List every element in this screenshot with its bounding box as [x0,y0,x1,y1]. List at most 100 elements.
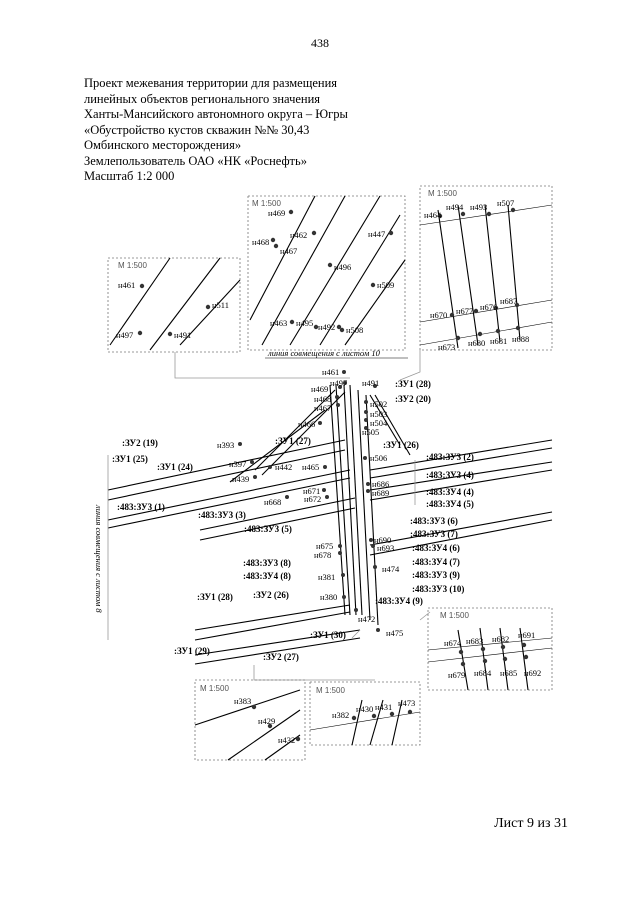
point-label: н680 [468,338,485,348]
point-label: н383 [234,696,251,706]
point-label: н503 [370,409,387,419]
point-label: н491 [362,378,379,388]
point-label: н682 [492,634,509,644]
parcel-label: :483:ЗУ4 (9) [375,596,423,606]
point-label: н466 [298,419,315,429]
point-label: н683 [466,636,483,646]
point-label: н689 [372,488,389,498]
header-line: Масштаб 1:2 000 [84,169,175,183]
point-label: н468 [314,394,331,404]
parcel-label: :483:ЗУ3 (4) [426,470,474,480]
point-label: н430 [356,704,373,714]
point-label: н681 [490,336,507,346]
parcel-label: :483:ЗУ3 (8) [243,558,291,568]
point-label: н506 [370,453,387,463]
point-label: н397 [229,459,246,469]
point-label: н511 [212,300,229,310]
point-label: н668 [264,497,281,507]
parcel-label: :483:ЗУ4 (7) [412,557,460,567]
parcel-label: :483:ЗУ3 (10) [412,584,464,594]
parcel-label: :ЗУ2 (26) [253,590,289,600]
parcel-label: :483:ЗУ3 (3) [198,510,246,520]
point-label: н439 [232,474,249,484]
parcel-label: :483:ЗУ4 (8) [243,571,291,581]
point-label: н671 [303,486,320,496]
point-label: н690 [374,535,391,545]
point-label: н687 [500,296,517,306]
scale-label: М 1:500 [200,684,229,693]
point-label: н502 [370,399,387,409]
parcel-label: :ЗУ1 (25) [112,454,148,464]
header-line: Ханты-Мансийского автономного округа – Ю… [84,107,348,121]
point-label: н393 [217,440,234,450]
document-header: Проект межевания территории для размещен… [84,76,348,185]
parcel-label: :ЗУ2 (20) [395,394,431,404]
point-label: н469 [311,384,328,394]
point-label: н442 [275,462,292,472]
parcel-label: :483:ЗУ3 (5) [244,524,292,534]
point-label: н496 [334,262,351,272]
point-label: н429 [258,716,275,726]
point-label: н691 [518,630,535,640]
scale-label: М 1:500 [428,189,457,198]
main-plan: линия совмещения с листом 8 н461 н469 н4… [94,367,553,681]
point-label: н684 [474,668,492,678]
parcel-label: :483:ЗУ4 (5) [426,499,474,509]
parcel-label: :ЗУ1 (26) [383,440,419,450]
parcel-label: :ЗУ1 (29) [174,646,210,656]
point-label: н473 [398,698,415,708]
header-line: Проект межевания территории для размещен… [84,76,338,90]
parcel-label: :ЗУ2 (19) [122,438,158,448]
point-label: н676 [480,302,497,312]
point-label: н692 [524,668,541,678]
point-label: н497 [330,378,347,388]
inset-top-left: М 1:500 н461 н511 н497 н491 [107,257,241,353]
point-label: н492 [318,322,335,332]
parcel-label: :ЗУ1 (28) [395,379,431,389]
match-line-10: линия совмещения с листом 10 [174,348,421,381]
point-label: н693 [377,543,394,553]
scale-label: М 1:500 [118,261,147,270]
parcel-label: :483:ЗУ3 (9) [412,570,460,580]
point-label: н672 [304,494,321,504]
point-label: н670 [430,310,447,320]
point-label: н381 [318,572,335,582]
scale-label: М 1:500 [252,199,281,208]
point-label: н504 [370,418,388,428]
inset-bottom-right: М 1:500 н674 н683 н682 н691 н679 н684 н6… [427,607,553,691]
inset-bottom-left: М 1:500 н383 н429 н432 [194,679,306,761]
inset-top-mid: М 1:500 н469 н468 н467 н462 н447 н496 н5… [247,195,406,351]
header-line: «Обустройство кустов скважин №№ 30,43 [84,122,310,137]
point-label: н431 [375,702,392,712]
parcel-label: :483:ЗУ4 (4) [426,487,474,497]
point-label: н686 [372,479,389,489]
point-label: н493 [470,202,487,212]
point-label: н674 [444,638,462,648]
header-line: линейных объектов регионального значения [84,91,321,106]
inset-bottom-mid: М 1:500 н382 н430 н431 н473 [309,681,421,746]
point-label: н677 [456,306,473,316]
point-label: н508 [346,325,363,335]
point-label: н463 [270,318,287,328]
point-label: н494 [446,202,464,212]
point-label: н495 [296,318,313,328]
inset-top-right: М 1:500 н464 н494 н493 н507 н670 н677 н6… [419,185,553,352]
point-label: н688 [512,334,529,344]
point-label: н505 [362,427,379,437]
point-label: н678 [314,550,331,560]
point-label: н472 [358,614,375,624]
parcel-label: :483:ЗУ4 (6) [412,543,460,553]
parcel-label: :ЗУ2 (27) [263,652,299,662]
point-label: н475 [386,628,403,638]
parcel-label: :ЗУ1 (30) [310,630,346,640]
parcel-label: :483:ЗУ3 (2) [426,452,474,462]
point-label: н462 [290,230,307,240]
point-label: н509 [377,280,394,290]
point-label: н461 [118,280,135,290]
parcel-label: :483:ЗУ3 (1) [117,502,165,512]
point-label: н673 [438,342,455,352]
point-label: н497 [116,330,133,340]
match-line-8-label: линия совмещения с листом 8 [94,504,104,613]
sheet-number: Лист 9 из 31 [494,816,568,831]
